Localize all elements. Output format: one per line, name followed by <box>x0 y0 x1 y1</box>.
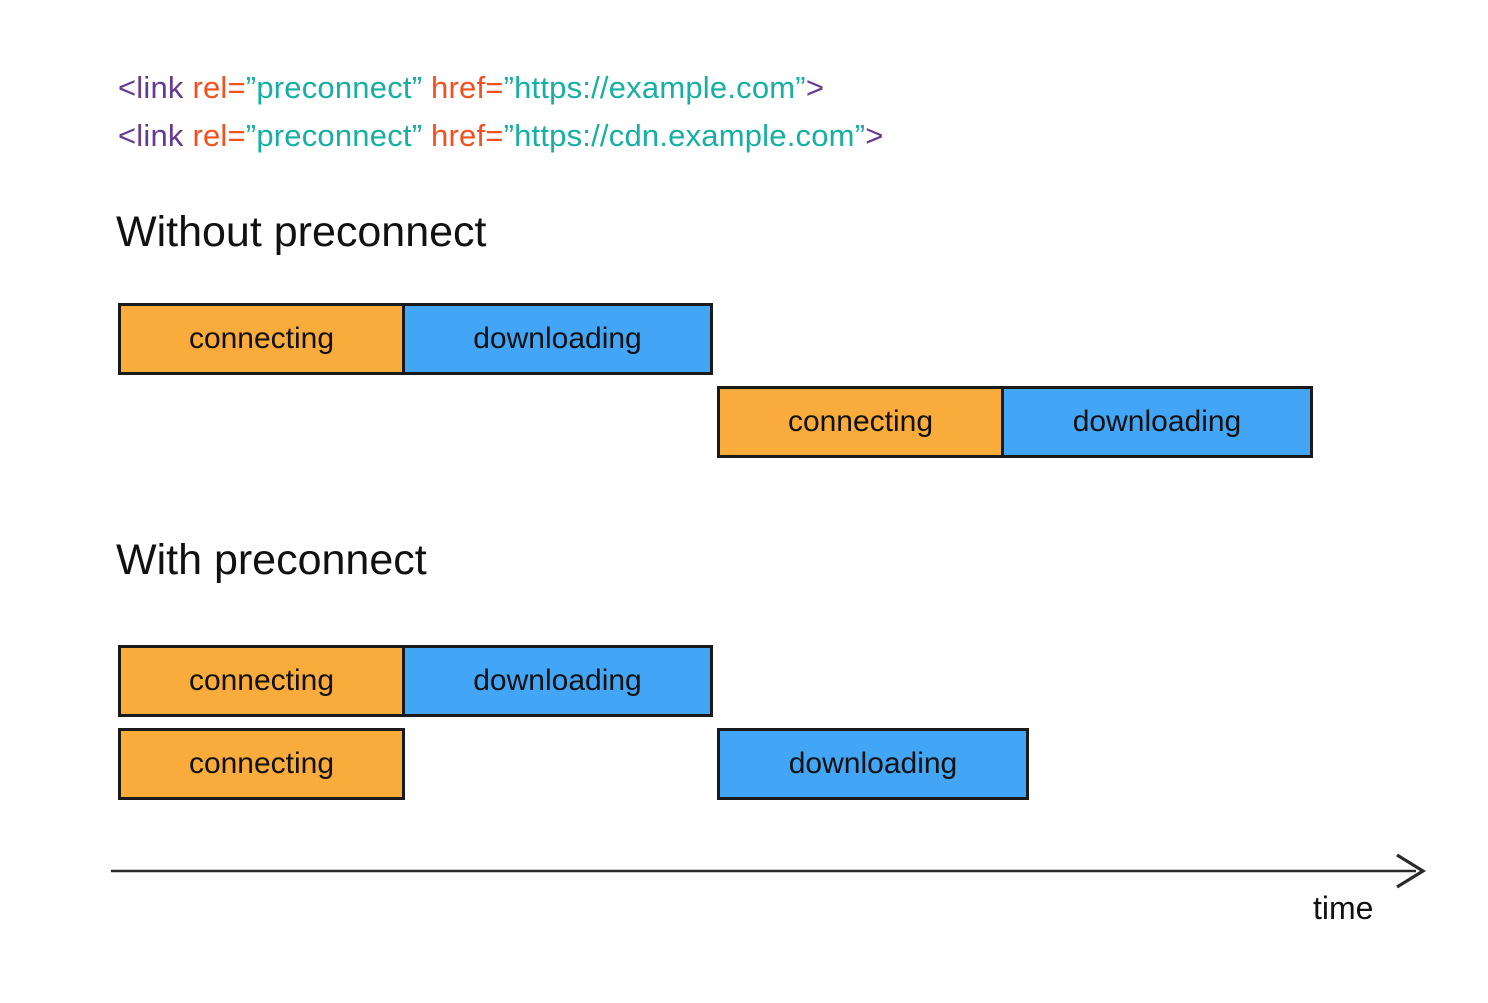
timeline-bar-request-2-connecting: connecting <box>118 728 405 800</box>
code-token: rel= <box>192 70 246 105</box>
code-token: ”https://example.com” <box>503 70 806 105</box>
time-axis-label: time <box>1313 890 1374 926</box>
code-snippet: <link rel=”preconnect” href=”https://exa… <box>118 64 884 160</box>
segment-label: connecting <box>188 747 335 780</box>
segment-label: downloading <box>473 664 642 697</box>
downloading-segment: downloading <box>1001 386 1313 458</box>
code-token: ”preconnect” <box>245 70 432 105</box>
segment-label: downloading <box>473 322 642 355</box>
code-token: ”https://cdn.example.com” <box>503 118 866 153</box>
code-token: rel= <box>192 118 246 153</box>
downloading-segment: downloading <box>717 728 1029 800</box>
segment-label: connecting <box>188 664 335 697</box>
code-token: <link <box>118 118 193 153</box>
downloading-segment: downloading <box>402 645 713 717</box>
connecting-segment: connecting <box>118 303 405 375</box>
time-axis-arrow <box>111 853 1427 889</box>
segment-label: downloading <box>1072 405 1242 438</box>
code-token: ”preconnect” <box>245 118 432 153</box>
timeline-bar-request-1: connecting downloading <box>118 303 713 375</box>
segment-label: connecting <box>188 322 335 355</box>
timeline-bar-request-2: connecting downloading <box>717 386 1313 458</box>
segment-label: downloading <box>788 747 958 780</box>
connecting-segment: connecting <box>118 728 405 800</box>
timeline-bar-request-2-downloading: downloading <box>717 728 1029 800</box>
code-token: > <box>865 118 884 153</box>
connecting-segment: connecting <box>118 645 405 717</box>
code-token: href= <box>431 118 504 153</box>
section-heading-with-preconnect: With preconnect <box>116 536 427 584</box>
section-heading-without-preconnect: Without preconnect <box>116 208 487 256</box>
code-token: > <box>805 70 825 105</box>
code-line: <link rel=”preconnect” href=”https://cdn… <box>118 112 884 160</box>
code-token: <link <box>118 70 193 105</box>
timeline-bar-request-1-preconnect: connecting downloading <box>118 645 713 717</box>
downloading-segment: downloading <box>402 303 713 375</box>
code-line: <link rel=”preconnect” href=”https://exa… <box>118 64 884 112</box>
segment-label: connecting <box>787 405 934 438</box>
connecting-segment: connecting <box>717 386 1004 458</box>
code-token: href= <box>431 70 504 105</box>
